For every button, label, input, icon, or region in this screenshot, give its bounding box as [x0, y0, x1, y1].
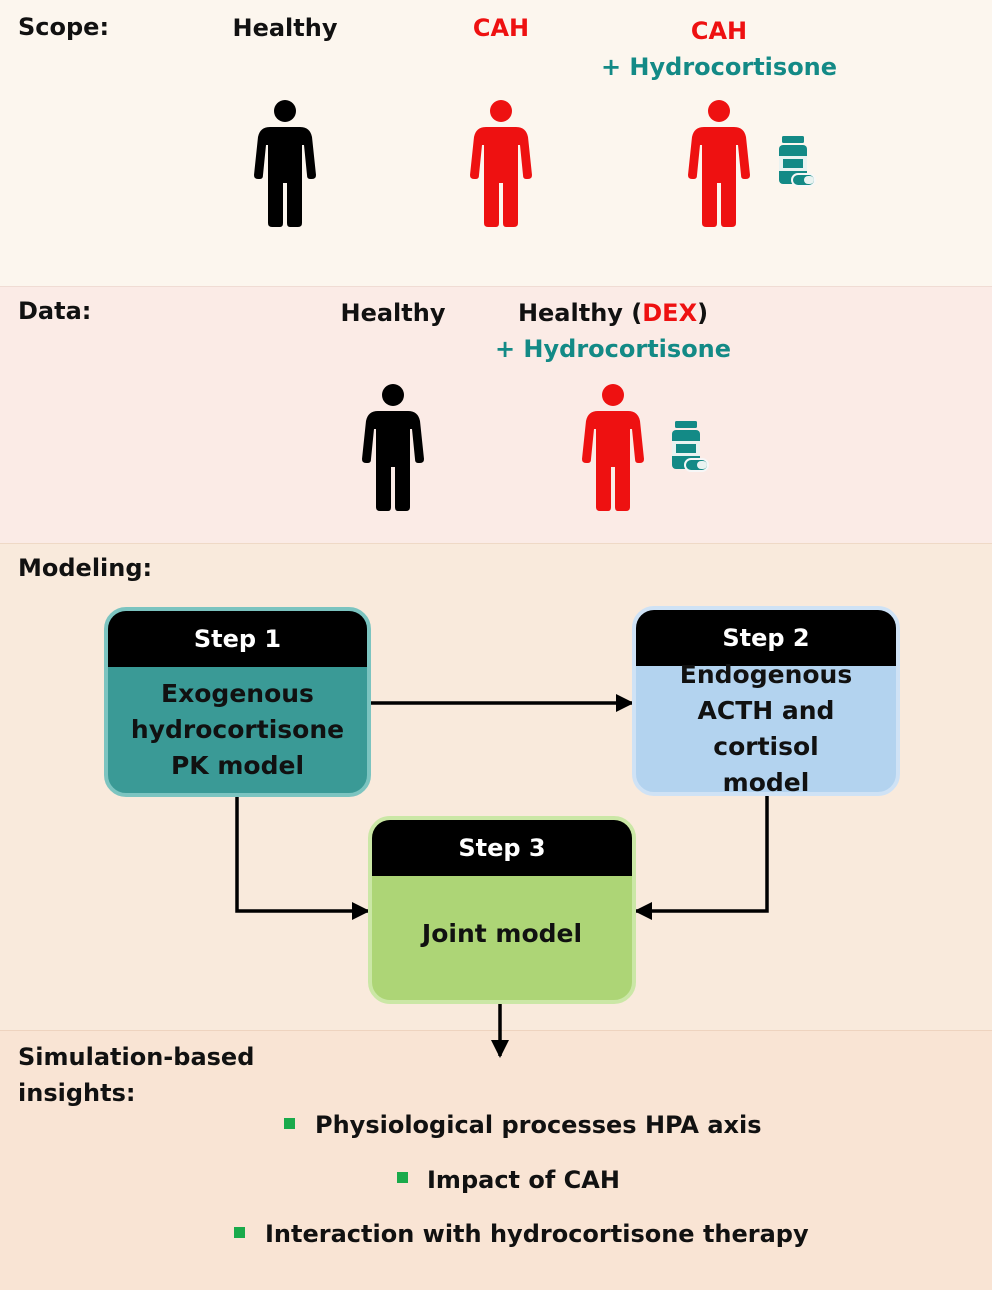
data-healthy-dex-label: Healthy (DEX) — [517, 299, 709, 327]
step-1-title: Step 1 — [108, 611, 367, 667]
insights-heading-line1: Simulation-based — [18, 1043, 255, 1071]
bullet-icon — [234, 1227, 245, 1238]
scope-cah-label: CAH — [472, 14, 530, 42]
scope-heading: Scope: — [18, 13, 110, 41]
modeling-heading: Modeling: — [18, 554, 153, 582]
data-section — [0, 286, 992, 544]
insight-item: Interaction with hydrocortisone therapy — [265, 1220, 809, 1248]
data-heading: Data: — [18, 297, 92, 325]
step-3-box: Step 3 Joint model — [368, 816, 636, 1004]
bullet-icon — [397, 1172, 408, 1183]
bullet-icon — [284, 1118, 295, 1129]
step-2-title: Step 2 — [636, 610, 896, 666]
scope-cah-hc-sublabel: + Hydrocortisone — [600, 53, 838, 81]
scope-healthy-label: Healthy — [232, 14, 338, 42]
arrow-icon — [235, 796, 370, 920]
insight-item: Impact of CAH — [427, 1166, 620, 1194]
step-3-title: Step 3 — [372, 820, 632, 876]
data-hc-sublabel: + Hydrocortisone — [494, 335, 732, 363]
insights-heading-line2: insights: — [18, 1079, 136, 1107]
scope-cah-hc-label: CAH — [690, 17, 748, 45]
arrow-icon — [634, 796, 769, 920]
data-healthy-label: Healthy — [340, 299, 446, 327]
insights-section — [0, 1030, 992, 1290]
insight-item: Physiological processes HPA axis — [315, 1111, 762, 1139]
step-3-text: Joint model — [421, 919, 583, 948]
